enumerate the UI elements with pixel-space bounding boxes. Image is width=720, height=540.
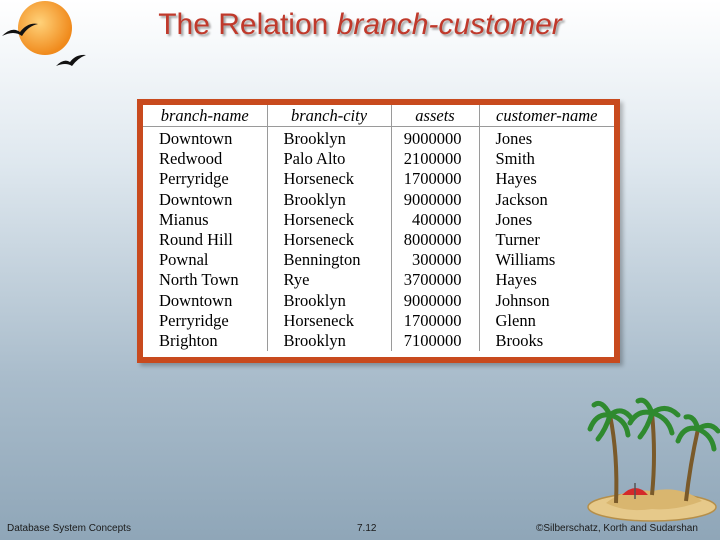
table-cell: Downtown xyxy=(143,189,268,210)
footer-copyright: ©Silberschatz, Korth and Sudarshan xyxy=(536,523,698,534)
table-cell: 9000000 xyxy=(391,189,480,210)
table-cell: Horseneck xyxy=(267,209,392,230)
relation-table: branch-name branch-city assets customer-… xyxy=(143,105,614,352)
table-cell: Jones xyxy=(495,129,533,149)
table-cell: 9000000 xyxy=(391,126,480,150)
title-prefix: The Relation xyxy=(158,8,337,41)
table-cell: Johnson xyxy=(495,290,550,310)
table-cell: Mianus xyxy=(143,209,268,230)
table-cell: Brooklyn xyxy=(267,290,392,311)
table-cell: Brooklyn xyxy=(267,126,392,150)
table-cell: Horseneck xyxy=(267,169,392,190)
table-cell: Hayes xyxy=(495,169,537,189)
table-cell: North Town xyxy=(143,270,268,291)
table-cell: 1700000 xyxy=(391,310,480,331)
sun-with-seagulls-icon xyxy=(2,1,86,66)
table-cell: Glenn xyxy=(495,310,536,330)
table-cell: 300000 xyxy=(391,250,480,271)
footer-slide-number: 7.12 xyxy=(357,523,377,534)
table-cell: Smith xyxy=(495,149,535,169)
table-cell: Bennington xyxy=(267,250,392,271)
relation-table-frame: branch-name branch-city assets customer-… xyxy=(137,99,620,363)
column-header: customer-name xyxy=(479,105,614,127)
table-cell: Rye xyxy=(267,270,392,291)
table-cell: Brooklyn xyxy=(267,330,392,352)
slide-title: The Relation branch-customer xyxy=(0,8,720,42)
title-relation-name: branch-customer xyxy=(336,8,562,41)
table-cell: Brighton xyxy=(143,330,268,352)
table-cell: Horseneck xyxy=(267,310,392,331)
table-cell: Perryridge xyxy=(143,169,268,190)
table-cell: Palo Alto xyxy=(267,149,392,170)
table-cell: Perryridge xyxy=(143,310,268,331)
table-cell: Hayes xyxy=(495,270,537,290)
table-cell: 8000000 xyxy=(391,229,480,251)
column-header: assets xyxy=(391,105,480,127)
table-cell: 400000 xyxy=(391,209,480,230)
table-cell: Downtown xyxy=(143,126,268,150)
column-header: branch-name xyxy=(143,105,268,127)
relation-table-panel: branch-name branch-city assets customer-… xyxy=(143,105,614,357)
table-cell: Pownal xyxy=(143,250,268,271)
table-cell: Jones xyxy=(495,209,533,229)
table-cell: 3700000 xyxy=(391,270,480,291)
table-cell: 2100000 xyxy=(391,149,480,170)
table-cell: Downtown xyxy=(143,290,268,311)
table-cell: Horseneck xyxy=(267,229,392,251)
column-header: branch-city xyxy=(267,105,392,127)
palm-island-icon xyxy=(587,397,720,522)
table-cell: Turner xyxy=(495,230,540,250)
table-header-row: branch-name branch-city assets customer-… xyxy=(143,105,614,127)
table-cell: Williams xyxy=(495,250,556,270)
table-cell: 7100000 xyxy=(391,330,480,352)
table-cell: Brooklyn xyxy=(267,189,392,210)
table-cell: 9000000 xyxy=(391,290,480,311)
table-cell: Redwood xyxy=(143,149,268,170)
table-cell: Jackson xyxy=(495,189,548,209)
footer-course-name: Database System Concepts xyxy=(7,523,131,534)
table-cell: Round Hill xyxy=(143,229,268,251)
table-cell: 1700000 xyxy=(391,169,480,190)
table-cell: Brooks xyxy=(495,330,544,350)
